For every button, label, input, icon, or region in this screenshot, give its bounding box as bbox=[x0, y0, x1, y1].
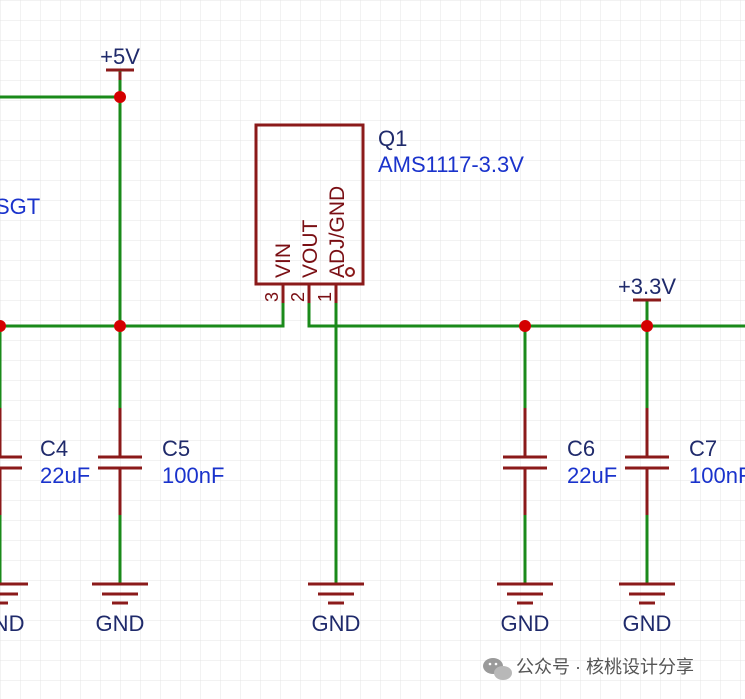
wechat-icon bbox=[483, 658, 512, 680]
net-label-5v: +5V bbox=[100, 44, 140, 69]
pin-number-1: 1 bbox=[315, 292, 335, 302]
gnd-symbol-c5 bbox=[92, 582, 148, 605]
cap-c4-value: 22uF bbox=[40, 463, 90, 488]
watermark: 公众号 · 核桃设计分享 bbox=[483, 657, 694, 680]
gnd-symbol-regulator bbox=[308, 582, 364, 605]
pin-name-vout: VOUT bbox=[299, 219, 322, 278]
gnd-symbol-c4 bbox=[0, 582, 28, 605]
cap-c7-designator: C7 bbox=[689, 436, 717, 461]
pin-name-vin: VIN bbox=[272, 243, 295, 278]
gnd-label-regulator: GND bbox=[312, 611, 361, 636]
cap-c7-value: 100nF bbox=[689, 463, 745, 488]
net-label-3v3: +3.3V bbox=[618, 274, 676, 299]
gnd-symbol-c7 bbox=[619, 582, 675, 605]
watermark-text: 公众号 · 核桃设计分享 bbox=[516, 657, 694, 677]
gnd-label-c7: GND bbox=[623, 611, 672, 636]
gnd-symbol-c6 bbox=[497, 582, 553, 605]
cap-c6-value: 22uF bbox=[567, 463, 617, 488]
regulator-value: AMS1117-3.3V bbox=[378, 152, 524, 177]
cap-c4-designator: C4 bbox=[40, 436, 68, 461]
junction-c6 bbox=[519, 320, 531, 332]
junction-c5 bbox=[114, 320, 126, 332]
junction-c7 bbox=[641, 320, 653, 332]
pin-name-adj-gnd: ADJ/GND bbox=[326, 186, 349, 278]
pin-number-3: 3 bbox=[262, 292, 282, 302]
pin-number-2: 2 bbox=[288, 292, 308, 302]
cap-c6-designator: C6 bbox=[567, 436, 595, 461]
gnd-label-c4: GND bbox=[0, 611, 24, 636]
junction-c4 bbox=[0, 320, 6, 332]
regulator-designator: Q1 bbox=[378, 126, 407, 151]
gnd-label-c6: GND bbox=[501, 611, 550, 636]
cap-c5-designator: C5 bbox=[162, 436, 190, 461]
cap-c5-value: 100nF bbox=[162, 463, 224, 488]
gnd-label-c5: GND bbox=[96, 611, 145, 636]
left-partial-label: SGT bbox=[0, 194, 40, 219]
pin-1-marker-dot bbox=[345, 267, 355, 277]
junction-5v-top bbox=[114, 91, 126, 103]
